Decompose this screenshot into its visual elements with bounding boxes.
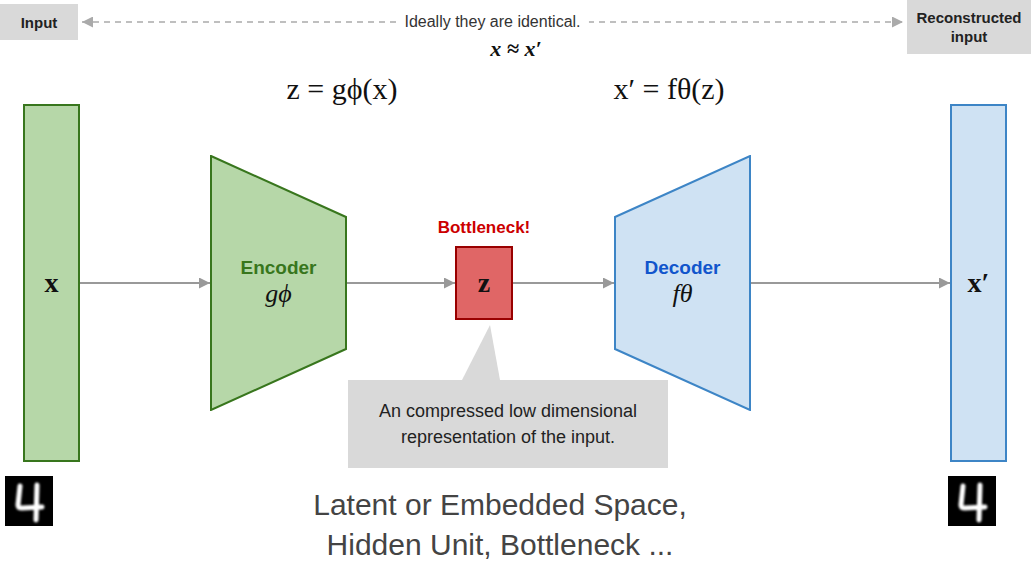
edge-label: Ideally they are identical.: [396, 13, 588, 31]
node-text: gϕ: [265, 279, 291, 309]
output-vector: x′: [950, 104, 1007, 462]
flow-arrow: [80, 282, 210, 284]
digit-stroke: [961, 485, 985, 520]
node-text: x′: [968, 267, 990, 299]
digit-ground: [948, 476, 996, 526]
bottleneck-box: Bottleneck!z: [455, 246, 513, 320]
digit-image: [5, 476, 53, 526]
flow-arrow: [513, 282, 614, 284]
callout-bubble: An compressed low dimensional representa…: [348, 380, 668, 468]
node-text: Input: [21, 14, 58, 31]
node-text: An compressed low dimensional representa…: [366, 398, 650, 450]
node-text: z: [478, 267, 490, 299]
formula-label: x′ = fθ(z): [613, 72, 724, 106]
digit-image: [948, 476, 996, 526]
decoder-trapezoid: Decoderfθ: [614, 155, 751, 411]
math-label: x ≈ x′: [490, 36, 541, 62]
trapezoid-shape: [615, 156, 750, 410]
input-tag: Input: [0, 4, 78, 40]
digit-ground: [5, 476, 53, 526]
caption-note: Latent or Embedded Space, Hidden Unit, B…: [290, 485, 710, 565]
encoder-trapezoid: Encodergϕ: [210, 155, 347, 411]
input-vector: x: [23, 104, 80, 462]
box-heading: Bottleneck!: [438, 218, 531, 238]
node-text: x: [45, 267, 59, 299]
digit-stroke: [18, 485, 42, 520]
node-text: fθ: [673, 279, 693, 309]
node-text: Reconstructed input: [915, 8, 1023, 46]
trapezoid-shape: [211, 156, 346, 410]
formula-label: z = gϕ(x): [286, 72, 397, 106]
output-tag: Reconstructed input: [907, 0, 1031, 54]
flow-arrow: [751, 282, 950, 284]
callout-tail: [462, 325, 500, 380]
flow-arrow: [347, 282, 455, 284]
node-text: Decoder: [644, 257, 720, 279]
node-text: Encoder: [240, 257, 316, 279]
